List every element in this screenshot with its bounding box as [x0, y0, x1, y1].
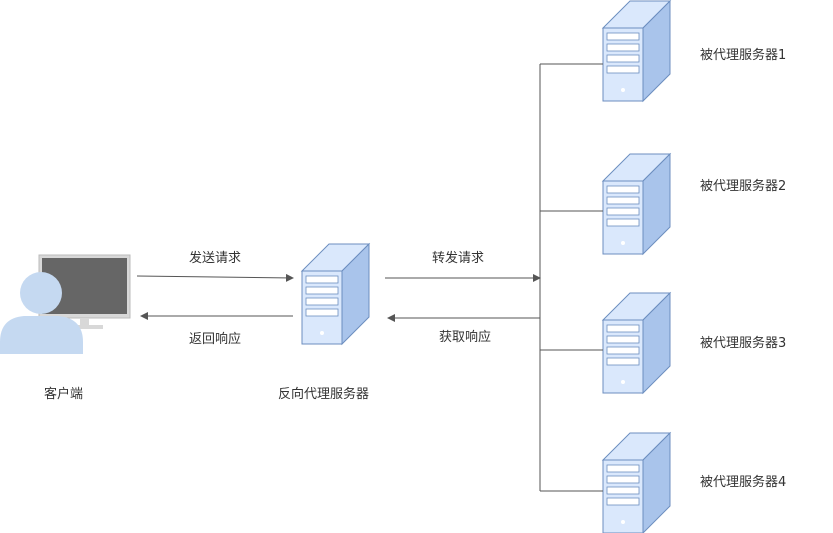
backend-server-2-label: 被代理服务器2	[700, 179, 787, 194]
backend-server-4-icon	[601, 431, 672, 533]
backend-server-4-label: 被代理服务器4	[700, 475, 787, 490]
return-response-label: 返回响应	[189, 332, 242, 347]
forward-request-label: 转发请求	[432, 251, 485, 266]
send-request-arrow	[136, 273, 294, 282]
client-icon	[0, 254, 131, 354]
person-body	[0, 316, 83, 354]
proxy-label: 反向代理服务器	[278, 387, 370, 402]
proxy-server-icon	[300, 242, 371, 346]
backend-server-3-icon	[601, 291, 672, 395]
backend-server-1-icon	[601, 0, 672, 103]
fetch-response-label: 获取响应	[439, 330, 492, 345]
backend-server-1-label: 被代理服务器1	[700, 48, 787, 63]
backend-server-2-icon	[601, 152, 672, 256]
monitor-base	[66, 325, 103, 329]
send-request-label: 发送请求	[189, 251, 242, 266]
backend-server-3-label: 被代理服务器3	[700, 336, 787, 351]
monitor-neck	[80, 318, 89, 325]
person-head	[20, 272, 62, 314]
backend-bus	[539, 63, 603, 492]
client-label: 客户端	[44, 387, 84, 402]
